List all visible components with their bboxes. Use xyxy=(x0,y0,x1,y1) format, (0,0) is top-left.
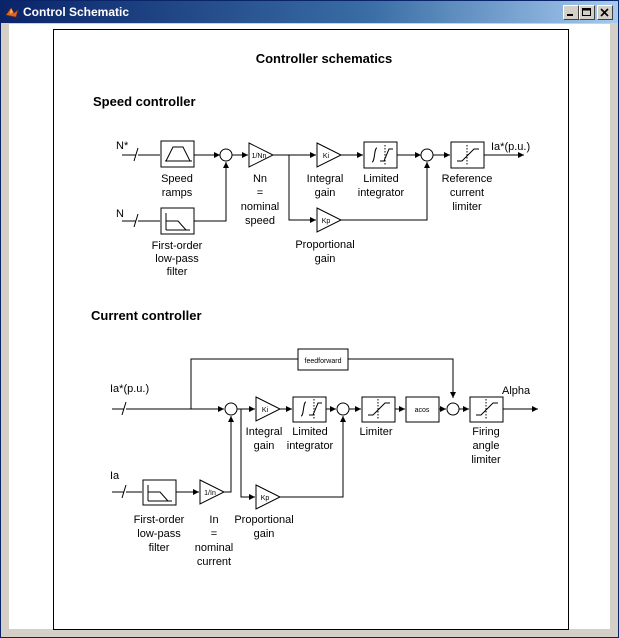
current-ref-port-icon xyxy=(112,401,136,416)
current-kp-block xyxy=(255,484,282,510)
in-label-4: current xyxy=(197,556,231,568)
close-icon xyxy=(600,8,609,17)
speed-ramps-label-2: ramps xyxy=(162,187,193,199)
current-integrator-block xyxy=(292,396,327,423)
speed-ki-text: Ki xyxy=(323,153,330,160)
speed-integrator-block xyxy=(363,141,398,169)
speed-kp-label-1: Proportional xyxy=(295,239,354,251)
in-label-3: nominal xyxy=(195,542,234,554)
window-title: Control Schematic xyxy=(23,5,130,19)
nn-label-3: nominal xyxy=(241,201,280,213)
speed-ramps-label-1: Speed xyxy=(161,173,193,185)
speed-ramps-block xyxy=(160,140,195,168)
ref-lim-label-2: current xyxy=(450,187,484,199)
current-norm-gain-text: 1/In xyxy=(204,490,216,497)
current-meas-label: Ia xyxy=(110,470,120,482)
speed-ki-block xyxy=(316,142,343,168)
maximize-icon xyxy=(582,8,591,16)
speed-kp-text: Kp xyxy=(322,218,331,225)
current-filter-label-3: filter xyxy=(149,542,170,554)
current-integ-label-2: integrator xyxy=(287,440,334,452)
current-integ-label-1: Limited xyxy=(292,426,327,438)
in-label-2: = xyxy=(211,528,217,540)
current-kp-text: Kp xyxy=(261,495,270,502)
figure-canvas: Controller schematics Speed controller N… xyxy=(9,24,610,630)
acos-text: acos xyxy=(415,407,430,414)
current-limiter-block xyxy=(361,396,396,423)
schematic-diagram: Controller schematics Speed controller N… xyxy=(91,51,538,568)
nn-label-4: speed xyxy=(245,215,275,227)
nn-label-2: = xyxy=(257,187,263,199)
speed-ref-label: N* xyxy=(116,140,129,152)
speed-ref-port-icon xyxy=(122,147,148,162)
minimize-icon xyxy=(567,14,573,16)
speed-sum-junction xyxy=(219,148,233,162)
current-filter-label-2: low-pass xyxy=(137,528,181,540)
current-filter-label-1: First-order xyxy=(134,514,185,526)
speed-integ-label-1: Limited xyxy=(363,173,398,185)
limiter-label: Limiter xyxy=(359,426,392,438)
matlab-logo-icon xyxy=(5,7,19,18)
speed-ki-label-1: Integral xyxy=(307,173,344,185)
speed-integ-label-2: integrator xyxy=(358,187,405,199)
speed-sum2-junction xyxy=(420,148,434,162)
in-label-1: In xyxy=(209,514,218,526)
current-meas-port-icon xyxy=(112,484,136,499)
speed-norm-gain-block xyxy=(248,142,275,168)
current-sum2-junction xyxy=(336,402,350,416)
acos-block xyxy=(405,396,440,423)
speed-filter-label-2: low-pass xyxy=(155,253,199,265)
current-sum-junction xyxy=(224,402,238,416)
speed-kp-block xyxy=(316,207,343,233)
firing-label-3: limiter xyxy=(471,454,501,466)
speed-filter-label-3: filter xyxy=(167,266,188,278)
speed-norm-gain-text: 1/Nn xyxy=(252,153,267,160)
ref-current-limiter-block xyxy=(450,141,485,169)
current-controller-heading: Current controller xyxy=(91,308,202,323)
schematic-page: Controller schematics Speed controller N… xyxy=(53,29,569,630)
current-filter-block xyxy=(142,479,177,506)
firing-label-2: angle xyxy=(473,440,500,452)
close-button[interactable] xyxy=(597,5,613,20)
current-kp-label-2: gain xyxy=(254,528,275,540)
current-ki-text: Ki xyxy=(262,407,269,414)
alpha-output-label: Alpha xyxy=(502,385,531,397)
speed-output-label: Ia*(p.u.) xyxy=(491,141,530,153)
current-sum3-junction xyxy=(446,402,460,416)
feedforward-text: feedforward xyxy=(305,358,342,365)
minimize-button[interactable] xyxy=(563,5,579,20)
nn-label-1: Nn xyxy=(253,173,267,185)
firing-label-1: Firing xyxy=(472,426,500,438)
current-norm-gain-block xyxy=(199,479,226,505)
current-ki-label-2: gain xyxy=(254,440,275,452)
speed-controller-heading: Speed controller xyxy=(93,94,196,109)
speed-meas-port-icon xyxy=(122,213,148,228)
title-bar[interactable]: Control Schematic xyxy=(1,1,618,23)
firing-angle-limiter-block xyxy=(469,396,504,423)
speed-meas-label: N xyxy=(116,208,124,220)
current-ref-label: Ia*(p.u.) xyxy=(110,383,149,395)
speed-filter-block xyxy=(160,207,195,235)
current-kp-label-1: Proportional xyxy=(234,514,293,526)
ref-lim-label-1: Reference xyxy=(442,173,493,185)
diagram-title: Controller schematics xyxy=(256,51,393,66)
speed-kp-label-2: gain xyxy=(315,253,336,265)
speed-ki-label-2: gain xyxy=(315,187,336,199)
ref-lim-label-3: limiter xyxy=(452,201,482,213)
current-ki-label-1: Integral xyxy=(246,426,283,438)
speed-filter-label-1: First-order xyxy=(152,240,203,252)
current-ki-block xyxy=(255,396,282,422)
maximize-button[interactable] xyxy=(579,5,595,20)
